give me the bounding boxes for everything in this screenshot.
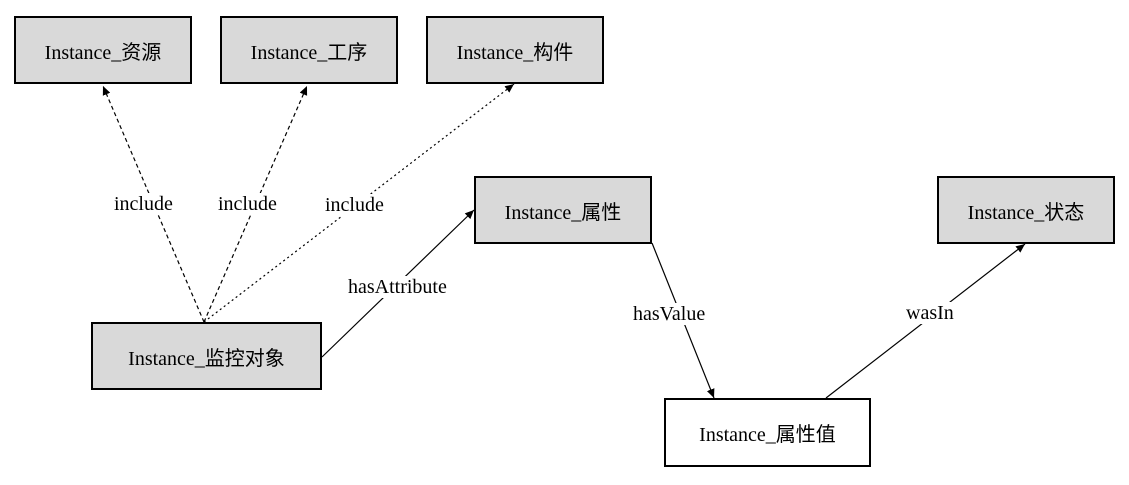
node-attribute-label: Instance_属性 — [504, 201, 622, 224]
node-monitor-object-label: Instance_监控对象 — [128, 347, 285, 370]
node-component: Instance_构件 — [426, 16, 604, 84]
node-resource: Instance_资源 — [14, 16, 192, 84]
node-process-label: Instance_工序 — [250, 41, 368, 64]
edge-label-include-component: include — [323, 194, 386, 216]
edge-label-include-resource: include — [112, 193, 175, 215]
node-monitor-object: Instance_监控对象 — [91, 322, 322, 390]
node-state: Instance_状态 — [937, 176, 1115, 244]
node-resource-label: Instance_资源 — [44, 41, 162, 64]
node-attribute-value-label: Instance_属性值 — [699, 424, 836, 446]
node-attribute: Instance_属性 — [474, 176, 652, 244]
node-component-label: Instance_构件 — [456, 41, 574, 64]
edge-label-has-value: hasValue — [631, 303, 708, 325]
edge-label-include-process: include — [216, 193, 279, 215]
node-process: Instance_工序 — [220, 16, 398, 84]
node-state-label: Instance_状态 — [967, 201, 1085, 224]
edge-label-has-attribute: hasAttribute — [346, 276, 449, 298]
node-attribute-value: Instance_属性值 — [664, 398, 871, 467]
edge-label-was-in: wasIn — [904, 302, 956, 324]
